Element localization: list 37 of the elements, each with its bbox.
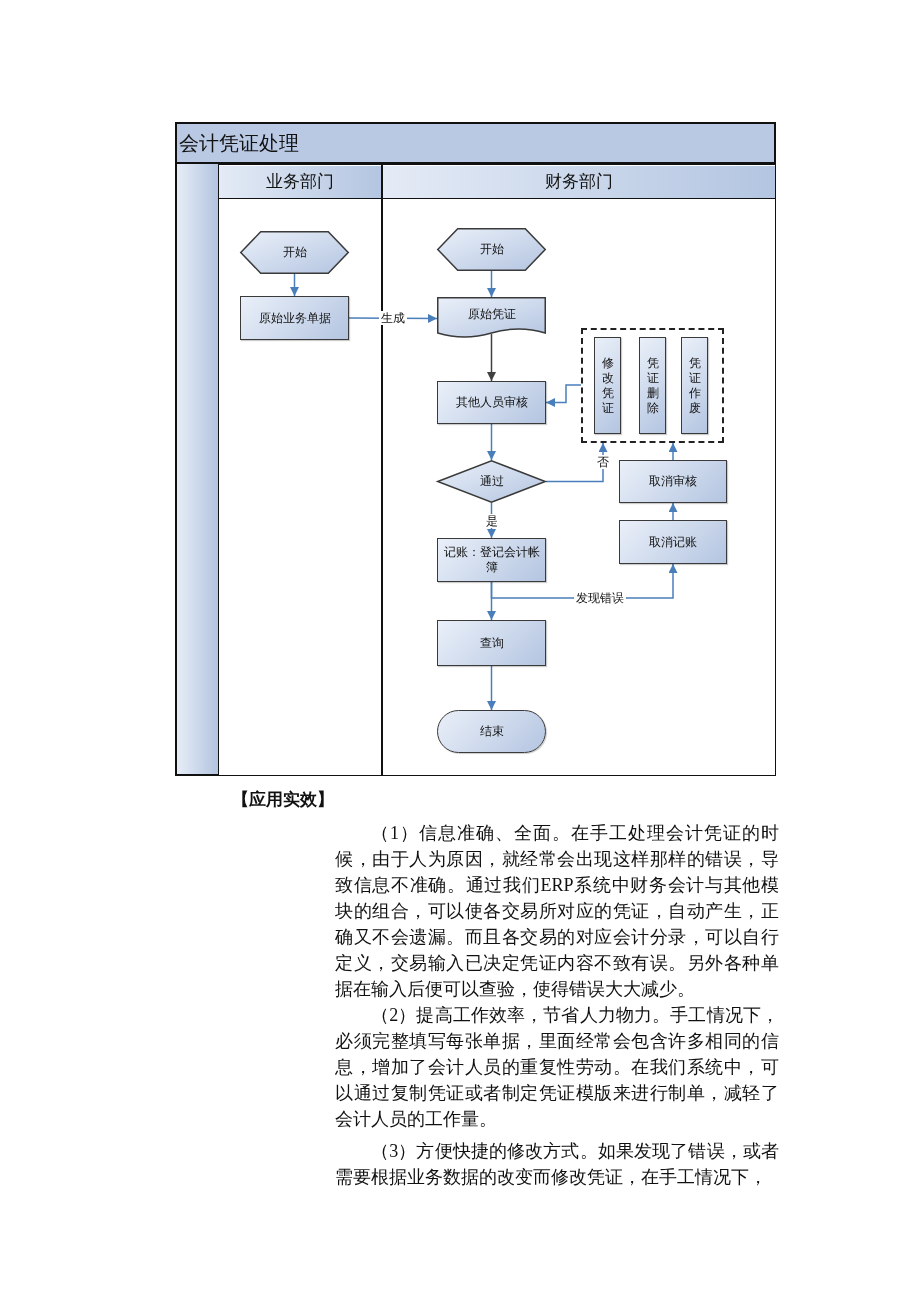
swimlane bbox=[382, 164, 776, 776]
process-box: 取消记账 bbox=[619, 520, 727, 564]
arrow bbox=[668, 502, 678, 521]
paragraph: （1）信息准确、全面。在手工处理会计凭证的时候，由于人为原因，就经常会出现这样那样的错误，导致信息不准确。通过我们ERP系统中财务会计与其他模块的组合，可以使各交易所对应的凭证，自动产生，正确又不会遗漏。而且各交易的对应会计分录，可以自行定义，交易输入已决定凭证内容不致有误。另外各种单据在输入后便可以查验，使得错误大大减少。 bbox=[335, 822, 779, 1001]
edge-label: 否 bbox=[595, 455, 611, 470]
paragraph: （3）方便快捷的修改方式。如果发现了错误，或者需要根据业务数据的改变而修改凭证，在手工情况下， bbox=[335, 1140, 779, 1189]
process-box: 查询 bbox=[437, 620, 546, 666]
arrow bbox=[290, 273, 299, 297]
process-box: 其他人员审核 bbox=[437, 381, 546, 424]
arrow bbox=[487, 333, 496, 382]
process-box: 记账：登记会计帐簿 bbox=[437, 538, 546, 582]
arrow bbox=[668, 442, 678, 461]
arrow bbox=[487, 581, 496, 621]
arrow bbox=[487, 270, 496, 298]
process-box: 凭证删除 bbox=[639, 337, 666, 434]
dashed-group-box bbox=[581, 328, 724, 443]
decision-diamond: 通过 bbox=[437, 460, 546, 503]
document-shape: 原始凭证 bbox=[437, 297, 546, 340]
process-box: 修改凭证 bbox=[594, 337, 621, 434]
process-box: 原始业务单据 bbox=[240, 296, 349, 340]
pool-title: 会计凭证处理 bbox=[177, 124, 774, 164]
arrow bbox=[487, 423, 496, 461]
start-hexagon: 开始 bbox=[437, 228, 546, 271]
lane-header: 财务部门 bbox=[383, 166, 775, 199]
process-box: 取消审核 bbox=[619, 460, 727, 503]
swimlane bbox=[218, 164, 382, 776]
section-heading: 【应用实效】 bbox=[232, 789, 334, 811]
edge-label: 发现错误 bbox=[574, 591, 627, 605]
arrow bbox=[545, 384, 582, 407]
swimlane-pool bbox=[175, 122, 776, 776]
start-hexagon: 开始 bbox=[240, 231, 349, 274]
arrow bbox=[487, 665, 496, 711]
process-box: 凭证作废 bbox=[681, 337, 708, 434]
edge-label: 生成 bbox=[379, 311, 407, 326]
paragraph: （2）提高工作效率，节省人力物力。手工情况下，必须完整填写每张单据，里面经常会包含许多相同的信息，增加了会计人员的重复性劳动。在我们系统中，可以通过复制凭证或者制定凭证模版来进行制单，减轻了会计人员的工作量。 bbox=[335, 1004, 779, 1131]
end-terminal: 结束 bbox=[437, 710, 546, 753]
lane-header: 业务部门 bbox=[219, 166, 381, 199]
